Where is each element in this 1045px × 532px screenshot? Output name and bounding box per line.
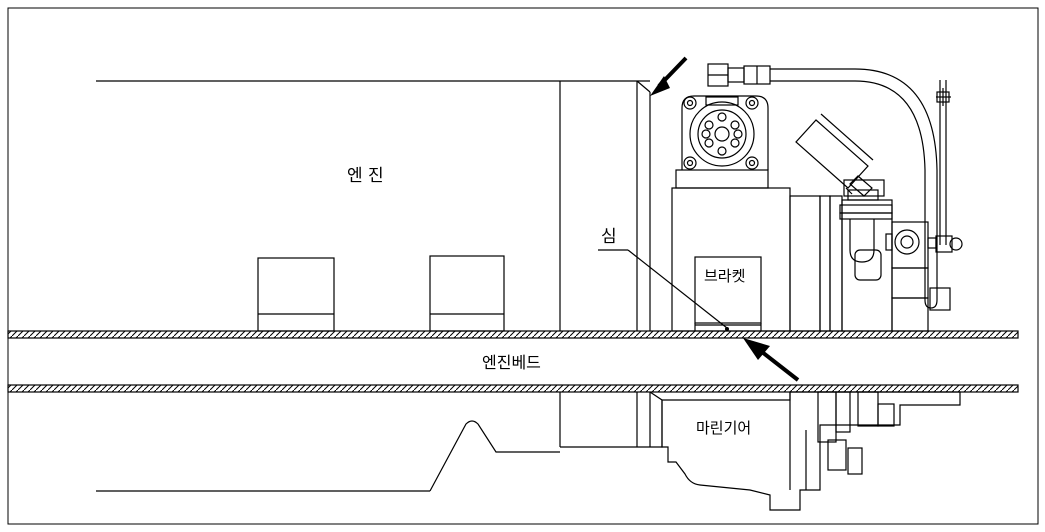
angled-cylinder (795, 113, 874, 197)
engine-body (96, 80, 651, 331)
engine-foot-left (257, 257, 335, 332)
starter-motor (675, 63, 771, 189)
engine-label: 엔 진 (347, 166, 384, 186)
arrow-upper (650, 56, 688, 96)
marine-gear-label: 마린기어 (696, 419, 751, 437)
bracket (671, 187, 791, 332)
bracket-label: 브라켓 (704, 267, 745, 285)
engine-bed-label: 엔진베드 (482, 353, 541, 372)
shim-label: 심 (601, 227, 617, 247)
engine-bed-rails (7, 330, 1019, 393)
marine-gear (661, 391, 961, 511)
engine-foot-right (429, 255, 505, 332)
dipstick-rod (936, 80, 951, 245)
fuel-pipe (770, 68, 938, 309)
shim-marker (725, 327, 729, 331)
shim-leader-line (598, 249, 728, 329)
flywheel-housing (96, 391, 663, 492)
outer-frame (7, 7, 1039, 525)
mount-block (789, 179, 963, 332)
arrow-lower (743, 338, 800, 382)
